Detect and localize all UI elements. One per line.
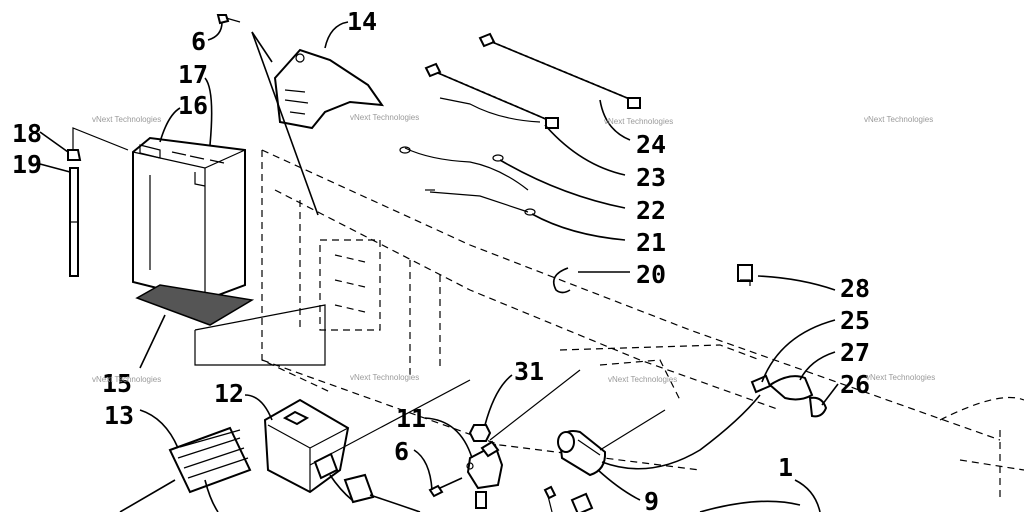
bracket-11 xyxy=(466,440,504,509)
cdi-module-12 xyxy=(263,398,421,513)
callout-17: 17 xyxy=(178,60,208,89)
callout-31: 31 xyxy=(514,357,544,386)
callout-21: 21 xyxy=(636,228,666,257)
watermarks: vNext Technologies vNext Technologies vN… xyxy=(92,113,935,384)
watermark-text: vNext Technologies xyxy=(864,115,933,124)
callout-11: 11 xyxy=(396,404,426,433)
cable-1 xyxy=(699,500,801,513)
watermark-text: vNext Technologies xyxy=(350,373,419,382)
callout-1: 1 xyxy=(778,453,793,482)
bolt-6-top xyxy=(216,14,241,25)
vent-tube-19 xyxy=(67,127,129,277)
callout-13: 13 xyxy=(104,401,134,430)
callout-19: 19 xyxy=(12,150,42,179)
watermark-text: vNext Technologies xyxy=(92,375,161,384)
watermark-text: vNext Technologies xyxy=(92,115,161,124)
callout-26: 26 xyxy=(840,370,870,399)
callout-23: 23 xyxy=(636,163,666,192)
spark-plug-cap xyxy=(750,374,828,418)
callout-16: 16 xyxy=(178,91,208,120)
watermark-text: vNext Technologies xyxy=(350,113,419,122)
callout-24: 24 xyxy=(636,130,666,159)
ignition-coil-9 xyxy=(543,394,761,516)
watermark-text: vNext Technologies xyxy=(604,117,673,126)
callout-14: 14 xyxy=(347,7,377,36)
regulator-13 xyxy=(119,426,252,513)
callout-25: 25 xyxy=(840,306,870,335)
callout-6-top: 6 xyxy=(191,27,206,56)
chassis-frame xyxy=(261,149,1024,500)
callout-18: 18 xyxy=(12,119,42,148)
callout-6-lower: 6 xyxy=(394,437,409,466)
nut-31 xyxy=(468,424,492,442)
connector-28 xyxy=(737,264,753,286)
callout-labels: 14 6 17 16 18 19 24 23 22 21 20 28 25 27… xyxy=(12,7,870,516)
battery-mat-15 xyxy=(135,284,255,326)
callout-12: 12 xyxy=(214,379,244,408)
callout-20: 20 xyxy=(636,260,666,289)
watermark-text: vNext Technologies xyxy=(608,375,677,384)
battery-17 xyxy=(132,136,246,302)
callout-15: 15 xyxy=(102,369,132,398)
bolt-6-lower xyxy=(428,477,463,498)
callout-28: 28 xyxy=(840,274,870,303)
clip-20 xyxy=(552,267,571,294)
callout-9: 9 xyxy=(644,487,659,512)
bracket-14 xyxy=(273,48,385,130)
battery-cables xyxy=(399,32,641,216)
callout-27: 27 xyxy=(840,338,870,367)
leader-lines xyxy=(39,21,839,513)
watermark-text: vNext Technologies xyxy=(866,373,935,382)
callout-22: 22 xyxy=(636,196,666,225)
